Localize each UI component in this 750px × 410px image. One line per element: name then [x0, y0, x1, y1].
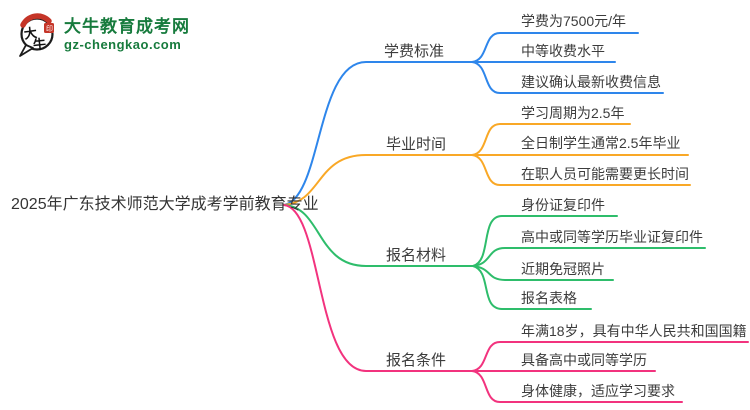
branch-materials-lines [283, 204, 706, 310]
logo-char-top: 大 [23, 25, 38, 43]
branch-label-materials: 报名材料 [386, 247, 447, 264]
leaf-health-req: 身体健康，适应学习要求 [521, 383, 675, 399]
svg-text:印: 印 [46, 25, 53, 33]
logo-title: 大牛教育成考网 [64, 17, 190, 36]
root-topic: 2025年广东技术师范大学成考学前教育专业 [11, 196, 319, 213]
leaf-tuition-level: 中等收费水平 [521, 43, 605, 59]
leaf-tuition-confirm: 建议确认最新收费信息 [521, 74, 661, 90]
leaf-fulltime-grad: 全日制学生通常2.5年毕业 [521, 135, 681, 151]
leaf-age-nationality: 年满18岁，具有中华人民共和国国籍 [521, 323, 747, 339]
branch-label-graduation: 毕业时间 [386, 136, 447, 153]
leaf-study-cycle: 学习周期为2.5年 [521, 105, 625, 121]
leaf-photo: 近期免冠照片 [521, 261, 605, 277]
leaf-education-req: 具备高中或同等学历 [521, 352, 647, 368]
branch-conditions-lines [283, 204, 749, 403]
site-logo: 印 大 牛 大牛教育成考网 gz-chengkao.com [16, 12, 190, 60]
leaf-diploma-copy: 高中或同等学历毕业证复印件 [521, 229, 703, 245]
logo-char-bottom: 牛 [32, 36, 47, 53]
branch-graduation-lines [283, 123, 691, 206]
daniu-logo-icon: 印 大 牛 [19, 13, 54, 57]
leaf-id-copy: 身份证复印件 [521, 197, 605, 213]
leaf-form: 报名表格 [521, 290, 577, 306]
branch-label-conditions: 报名条件 [386, 352, 447, 369]
leaf-tuition-amount: 学费为7500元/年 [521, 13, 627, 29]
leaf-parttime-longer: 在职人员可能需要更长时间 [521, 166, 689, 182]
logo-subtitle: gz-chengkao.com [64, 37, 182, 52]
branch-label-tuition: 学费标准 [384, 43, 445, 60]
branch-tuition-lines [283, 32, 664, 206]
